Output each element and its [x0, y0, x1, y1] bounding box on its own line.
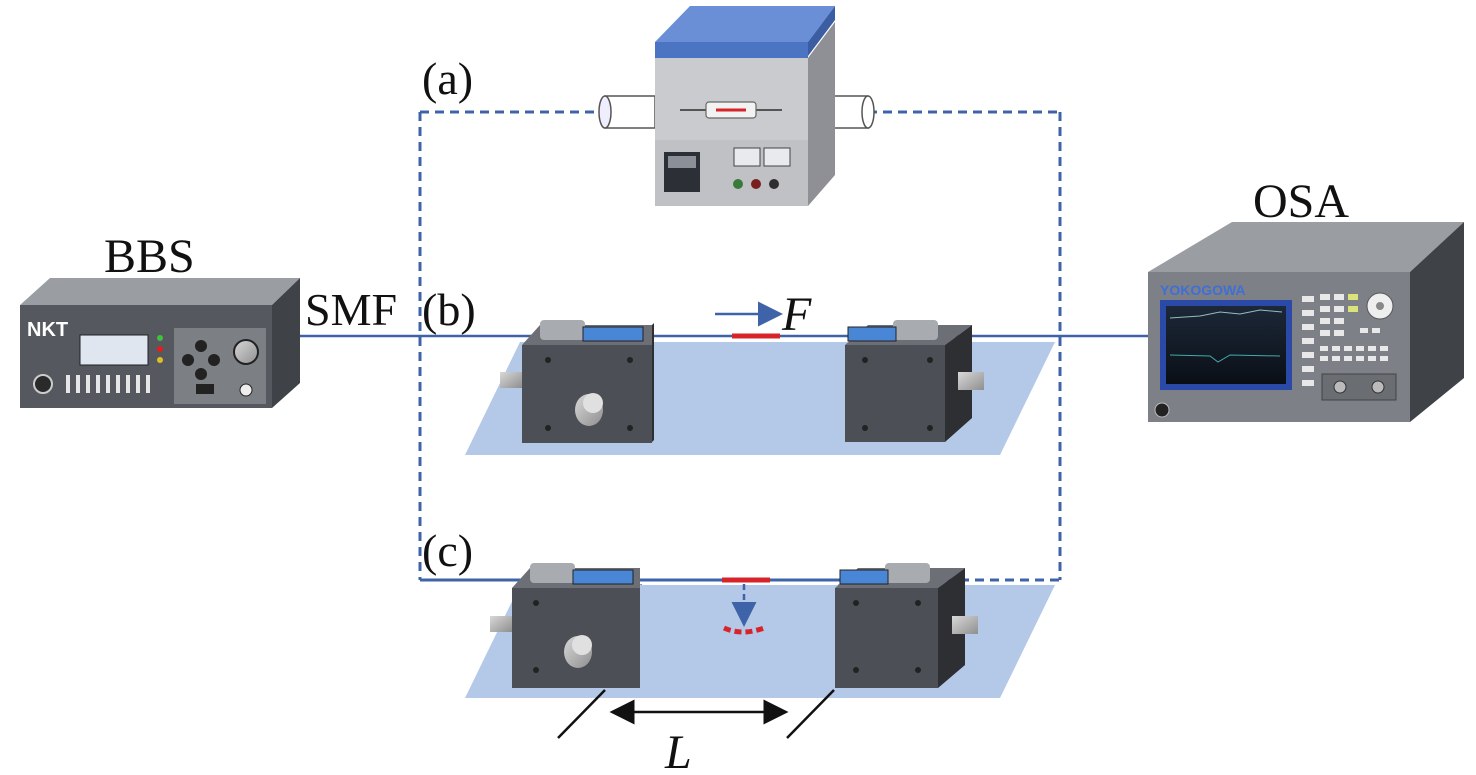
fiber-holder-stage-c-left [490, 563, 640, 688]
label-osa: OSA [1253, 175, 1349, 228]
label-force: F [781, 288, 812, 341]
fiber-holder-stage-b-right [845, 320, 984, 442]
label-b: (b) [422, 284, 476, 335]
label-a: (a) [422, 53, 473, 104]
label-smf: SMF [305, 284, 397, 335]
bbs-brand-label: NKT [27, 319, 68, 341]
label-length: L [664, 726, 692, 775]
fiber-holder-stage-b-left [500, 320, 654, 443]
fiber-loop-a [418, 110, 1062, 582]
tube-furnace [598, 6, 875, 206]
bbs-display [79, 334, 149, 366]
furnace-tube-left [598, 95, 656, 129]
sensor-segment-c-bent [722, 625, 765, 635]
label-bbs: BBS [104, 230, 195, 283]
osa-brand-label: YOKOGOWA [1160, 282, 1246, 298]
length-indicator [557, 689, 835, 739]
osa-analyzer: YOKOGOWA [1148, 222, 1464, 422]
fiber-holder-stage-c-right [835, 563, 978, 688]
bbs-light-source: NKT [20, 278, 300, 408]
osa-screen [1166, 306, 1286, 384]
bbs-power-knob [33, 374, 53, 394]
label-c: (c) [422, 525, 473, 576]
